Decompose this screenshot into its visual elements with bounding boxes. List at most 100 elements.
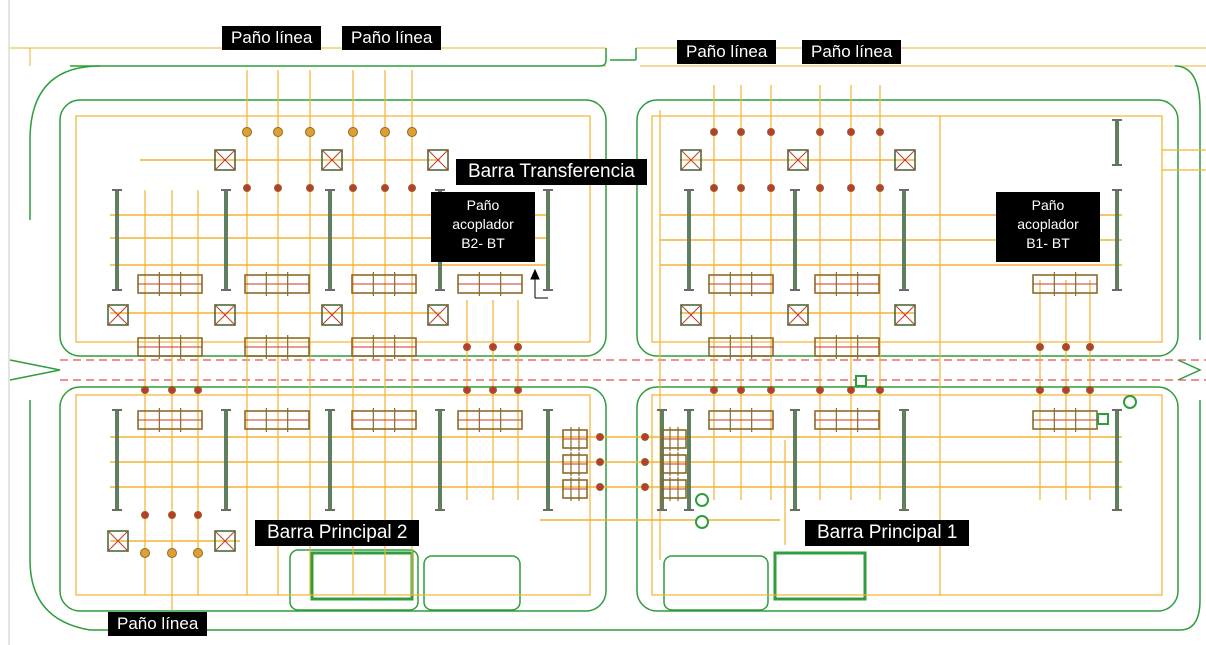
breaker-dot [242, 127, 252, 137]
gantry [680, 304, 702, 326]
breaker-dot [876, 184, 884, 192]
disconnector [457, 408, 523, 432]
disconnector [244, 408, 310, 432]
gantry-cross [427, 304, 449, 326]
breaker-dot [710, 128, 718, 136]
breaker-dot [1062, 343, 1070, 351]
breaker-dot [641, 458, 649, 466]
disconnector [244, 335, 310, 359]
breaker-dot [274, 184, 282, 192]
breaker-dot [767, 128, 775, 136]
disconnector [351, 335, 417, 359]
breaker-dot [489, 343, 497, 351]
gantry [427, 149, 449, 171]
breaker-dot [876, 386, 884, 394]
gantry-cross [107, 530, 129, 552]
breaker-dot [816, 128, 824, 136]
gantry-cross [321, 304, 343, 326]
gantry [787, 304, 809, 326]
breaker-dot [1086, 386, 1094, 394]
gantry [107, 304, 129, 326]
acoplador-line: B2- BT [461, 235, 505, 251]
breaker-dot [596, 458, 604, 466]
gantry-box [321, 304, 343, 326]
pano-linea-label: Paño línea [677, 40, 777, 64]
marker-circles [695, 375, 1137, 529]
gantry-box [214, 304, 236, 326]
gantry-structures [107, 149, 916, 552]
breaker-dot [1036, 343, 1044, 351]
acoplador-b2-bt-label: Paño acoplador B2- BT [431, 192, 535, 262]
disconnector [661, 427, 687, 451]
breaker-dot [767, 184, 775, 192]
breaker-dot [876, 128, 884, 136]
gantry-cross [787, 149, 809, 171]
breaker-dot [847, 184, 855, 192]
disconnector [351, 408, 417, 432]
gantry-box [894, 149, 916, 171]
breaker-dot [348, 127, 358, 137]
acoplador-b1-bt-label: Paño acoplador B1- BT [996, 192, 1100, 262]
disconnector-frames [137, 272, 1098, 501]
breaker-dot [710, 184, 718, 192]
gantry [321, 304, 343, 326]
barra-principal-2-label: Barra Principal 2 [255, 520, 420, 546]
gantry [894, 304, 916, 326]
gantry [214, 304, 236, 326]
gantry-box [107, 304, 129, 326]
breaker-dot [380, 127, 390, 137]
gantry-cross [787, 304, 809, 326]
breaker-dot [514, 386, 522, 394]
gantry-box [680, 149, 702, 171]
gantry-box [427, 149, 449, 171]
breaker-dot [489, 386, 497, 394]
disconnector [244, 272, 310, 296]
breaker-dot [273, 127, 283, 137]
gantry-cross [107, 304, 129, 326]
yard-enclosure [75, 115, 1206, 596]
gantry-box [214, 149, 236, 171]
breaker-dot [140, 548, 150, 558]
breaker-dot [193, 548, 203, 558]
breaker-dot [167, 548, 177, 558]
pano-linea-label: Paño línea [802, 40, 902, 64]
breaker-dots [140, 127, 1094, 558]
acoplador-line: Paño [1031, 197, 1065, 213]
gantry-cross [214, 304, 236, 326]
gantry-cross [321, 149, 343, 171]
disconnector [457, 272, 523, 296]
disconnector [351, 272, 417, 296]
breaker-dot [767, 386, 775, 394]
disconnector [661, 477, 687, 501]
breaker-dot [1036, 386, 1044, 394]
breaker-dot [596, 483, 604, 491]
disconnector [137, 335, 203, 359]
breaker-dot [1062, 386, 1070, 394]
breaker-dot [847, 386, 855, 394]
gantry [214, 530, 236, 552]
breaker-dot [710, 386, 718, 394]
road-outlines [9, 48, 1202, 631]
gantry [427, 304, 449, 326]
gantry-box [787, 149, 809, 171]
gantry-cross [214, 149, 236, 171]
disconnector [137, 408, 203, 432]
fence-line [60, 359, 1206, 381]
breaker-dot [1086, 343, 1094, 351]
barra-principal-1-label: Barra Principal 1 [805, 520, 970, 546]
breaker-dot [641, 433, 649, 441]
disconnector [814, 272, 880, 296]
breaker-dot [463, 386, 471, 394]
breaker-dot [168, 386, 176, 394]
bus-conductors [110, 159, 1122, 542]
gantry-cross [214, 530, 236, 552]
gantry [214, 149, 236, 171]
north-arrow [530, 268, 548, 299]
breaker-dot [596, 433, 604, 441]
gantry-cross [894, 304, 916, 326]
breaker-dot [463, 343, 471, 351]
gantry-cross [680, 304, 702, 326]
breaker-dot [737, 184, 745, 192]
breaker-dot [305, 127, 315, 137]
